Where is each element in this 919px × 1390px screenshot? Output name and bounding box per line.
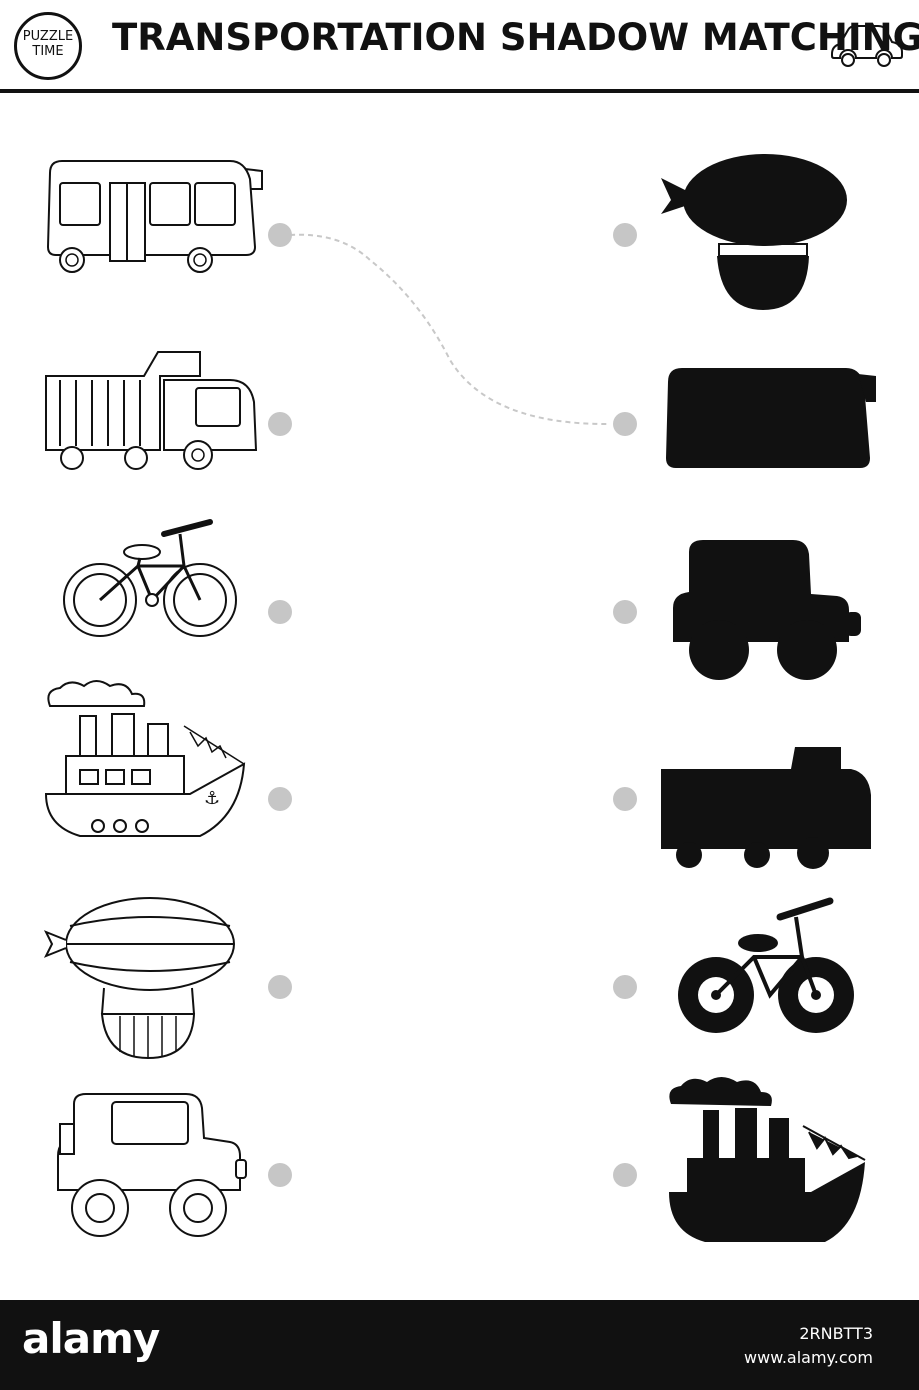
bicycle-shadow-icon	[678, 897, 854, 1033]
footer-bar: alamy 2RNBTT3 www.alamy.com	[0, 1300, 919, 1390]
footer-url[interactable]: www.alamy.com	[744, 1348, 873, 1367]
dump-truck-shadow-icon	[661, 747, 871, 869]
right-dot-bicycle[interactable]	[613, 975, 637, 999]
bicycle-icon	[63, 519, 237, 637]
jeep-shadow-icon	[673, 540, 861, 680]
logo-line1: PUZZLE	[22, 29, 74, 44]
left-dot-dump-truck[interactable]	[268, 412, 292, 436]
right-dot-dump-truck[interactable]	[613, 787, 637, 811]
right-dot-steamboat[interactable]	[613, 1163, 637, 1187]
logo-line2: TIME	[32, 44, 64, 59]
left-dot-bicycle[interactable]	[268, 600, 292, 624]
bus-icon	[46, 160, 263, 273]
svg-text:⚓: ⚓	[204, 788, 220, 809]
left-dot-bus[interactable]	[268, 223, 292, 247]
dump-truck-icon	[45, 351, 258, 470]
airship-shadow-icon	[661, 154, 847, 310]
steamboat-icon: ⚓	[44, 680, 246, 837]
bus-shadow-icon	[666, 368, 876, 468]
right-dot-bus[interactable]	[613, 412, 637, 436]
header-rule	[0, 89, 919, 93]
header: PUZZLE TIME TRANSPORTATION SHADOW MATCHI…	[0, 0, 919, 92]
left-dot-jeep[interactable]	[268, 1163, 292, 1187]
left-dot-steamboat[interactable]	[268, 787, 292, 811]
page-title: TRANSPORTATION SHADOW MATCHING	[112, 16, 919, 59]
right-dot-jeep[interactable]	[613, 600, 637, 624]
steamboat-shadow-icon	[669, 1077, 866, 1242]
alamy-logo: alamy	[22, 1314, 160, 1363]
left-dot-airship[interactable]	[268, 975, 292, 999]
airship-icon	[43, 897, 235, 1060]
right-dot-airship[interactable]	[613, 223, 637, 247]
jeep-icon	[57, 1093, 247, 1237]
puzzle-time-logo: PUZZLE TIME	[14, 12, 82, 80]
car-outline-icon	[831, 25, 903, 67]
image-id: 2RNBTT3	[799, 1324, 873, 1343]
